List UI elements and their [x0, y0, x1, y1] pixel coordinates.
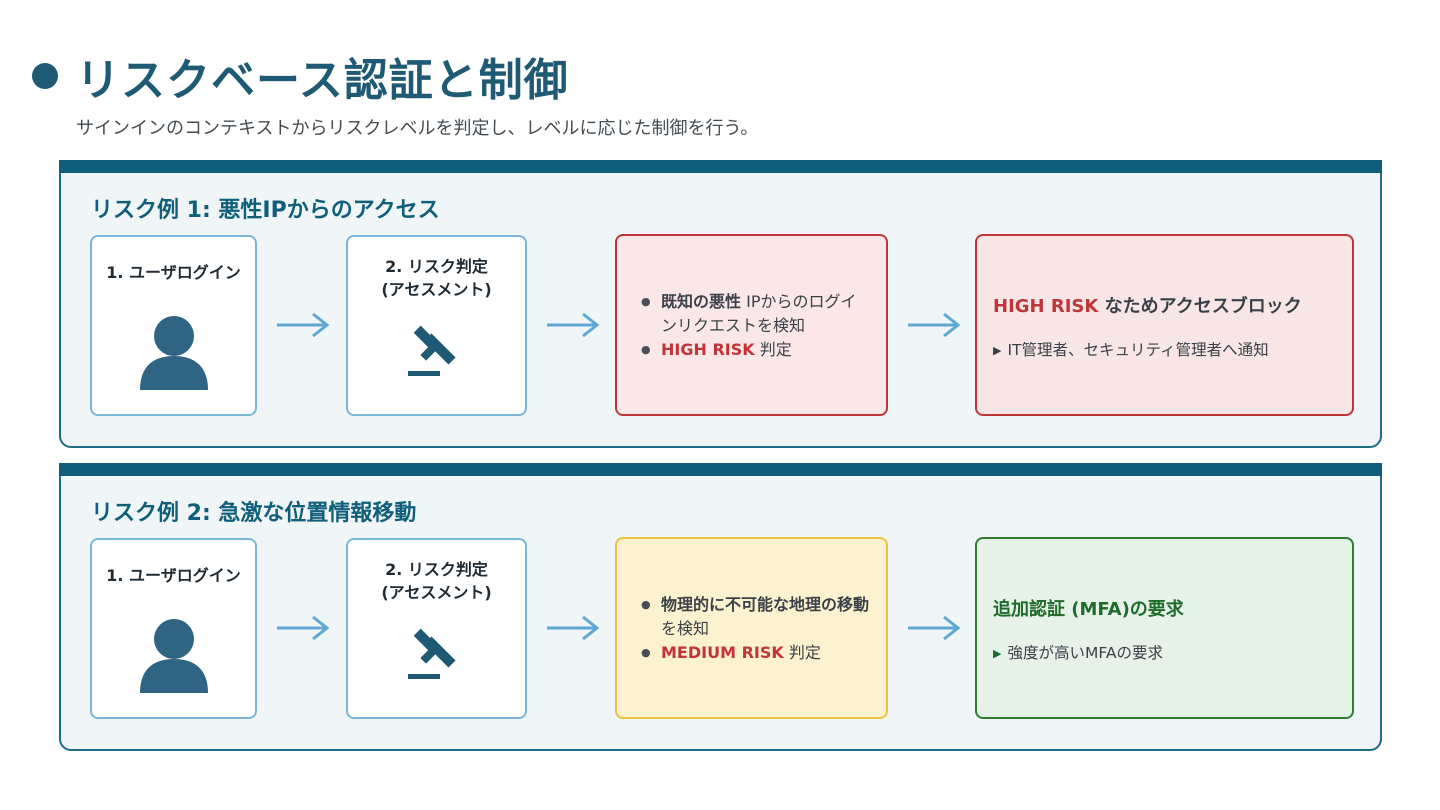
control-action-card: 追加認証 (MFA)の要求 ▶強度が高いMFAの要求	[975, 537, 1354, 719]
risk-example-2: リスク例 2: 急激な位置情報移動 1. ユーザログイン 2. リスク判定 (ア…	[59, 463, 1382, 751]
detection-item: HIGH RISK 判定	[641, 338, 871, 362]
control-action-card: HIGH RISK なためアクセスブロック ▶IT管理者、セキュリティ管理者へ通…	[975, 234, 1354, 416]
triangle-bullet-icon: ▶	[993, 647, 1002, 660]
control-action-title: 追加認証 (MFA)の要求	[993, 599, 1184, 620]
risk-assessment-card: 2. リスク判定 (アセスメント)	[346, 235, 527, 416]
risk-assessment-card: 2. リスク判定 (アセスメント)	[346, 538, 527, 719]
section-header-bar	[59, 463, 1382, 476]
arrow-right-icon	[277, 312, 330, 338]
login-label: 1. ユーザログイン	[106, 263, 241, 282]
detection-card: 物理的に不可能な地理の移動 を検知 MEDIUM RISK 判定	[615, 537, 888, 719]
page-title: リスクベース認証と制御	[76, 55, 569, 106]
detection-card: 既知の悪性 IPからのログインリクエストを検知 HIGH RISK 判定	[615, 234, 888, 416]
arrow-right-icon	[908, 615, 961, 641]
detection-list: 物理的に不可能な地理の移動 を検知 MEDIUM RISK 判定	[641, 593, 871, 665]
title-bullet-icon	[32, 63, 58, 89]
user-login-card: 1. ユーザログイン	[90, 235, 257, 416]
user-icon	[140, 619, 208, 693]
detection-item: 既知の悪性 IPからのログインリクエストを検知	[641, 290, 871, 338]
section-title: リスク例 1: 悪性IPからのアクセス	[91, 198, 440, 223]
section-header-bar	[59, 160, 1382, 173]
gavel-icon	[408, 628, 456, 679]
assess-label-line2: (アセスメント)	[381, 583, 492, 602]
section-title: リスク例 2: 急激な位置情報移動	[91, 501, 417, 526]
detection-item: 物理的に不可能な地理の移動 を検知	[641, 593, 871, 641]
control-action-item: ▶強度が高いMFAの要求	[993, 644, 1163, 662]
login-label: 1. ユーザログイン	[106, 566, 241, 585]
page-subtitle: サインインのコンテキストからリスクレベルを判定し、レベルに応じた制御を行う。	[76, 118, 759, 139]
user-login-card: 1. ユーザログイン	[90, 538, 257, 719]
control-action-title: HIGH RISK なためアクセスブロック	[993, 296, 1302, 317]
detection-list: 既知の悪性 IPからのログインリクエストを検知 HIGH RISK 判定	[641, 290, 871, 362]
control-action-item: ▶IT管理者、セキュリティ管理者へ通知	[993, 341, 1269, 359]
assess-label-line2: (アセスメント)	[381, 280, 492, 299]
page-header: リスクベース認証と制御	[32, 44, 569, 108]
risk-example-1: リスク例 1: 悪性IPからのアクセス 1. ユーザログイン 2. リスク判定 …	[59, 160, 1382, 448]
gavel-icon	[408, 325, 456, 376]
user-icon	[140, 316, 208, 390]
assess-label-line1: 2. リスク判定	[385, 257, 488, 276]
detection-item: MEDIUM RISK 判定	[641, 641, 871, 665]
arrow-right-icon	[547, 615, 600, 641]
arrow-right-icon	[277, 615, 330, 641]
arrow-right-icon	[547, 312, 600, 338]
triangle-bullet-icon: ▶	[993, 344, 1002, 357]
arrow-right-icon	[908, 312, 961, 338]
assess-label-line1: 2. リスク判定	[385, 560, 488, 579]
